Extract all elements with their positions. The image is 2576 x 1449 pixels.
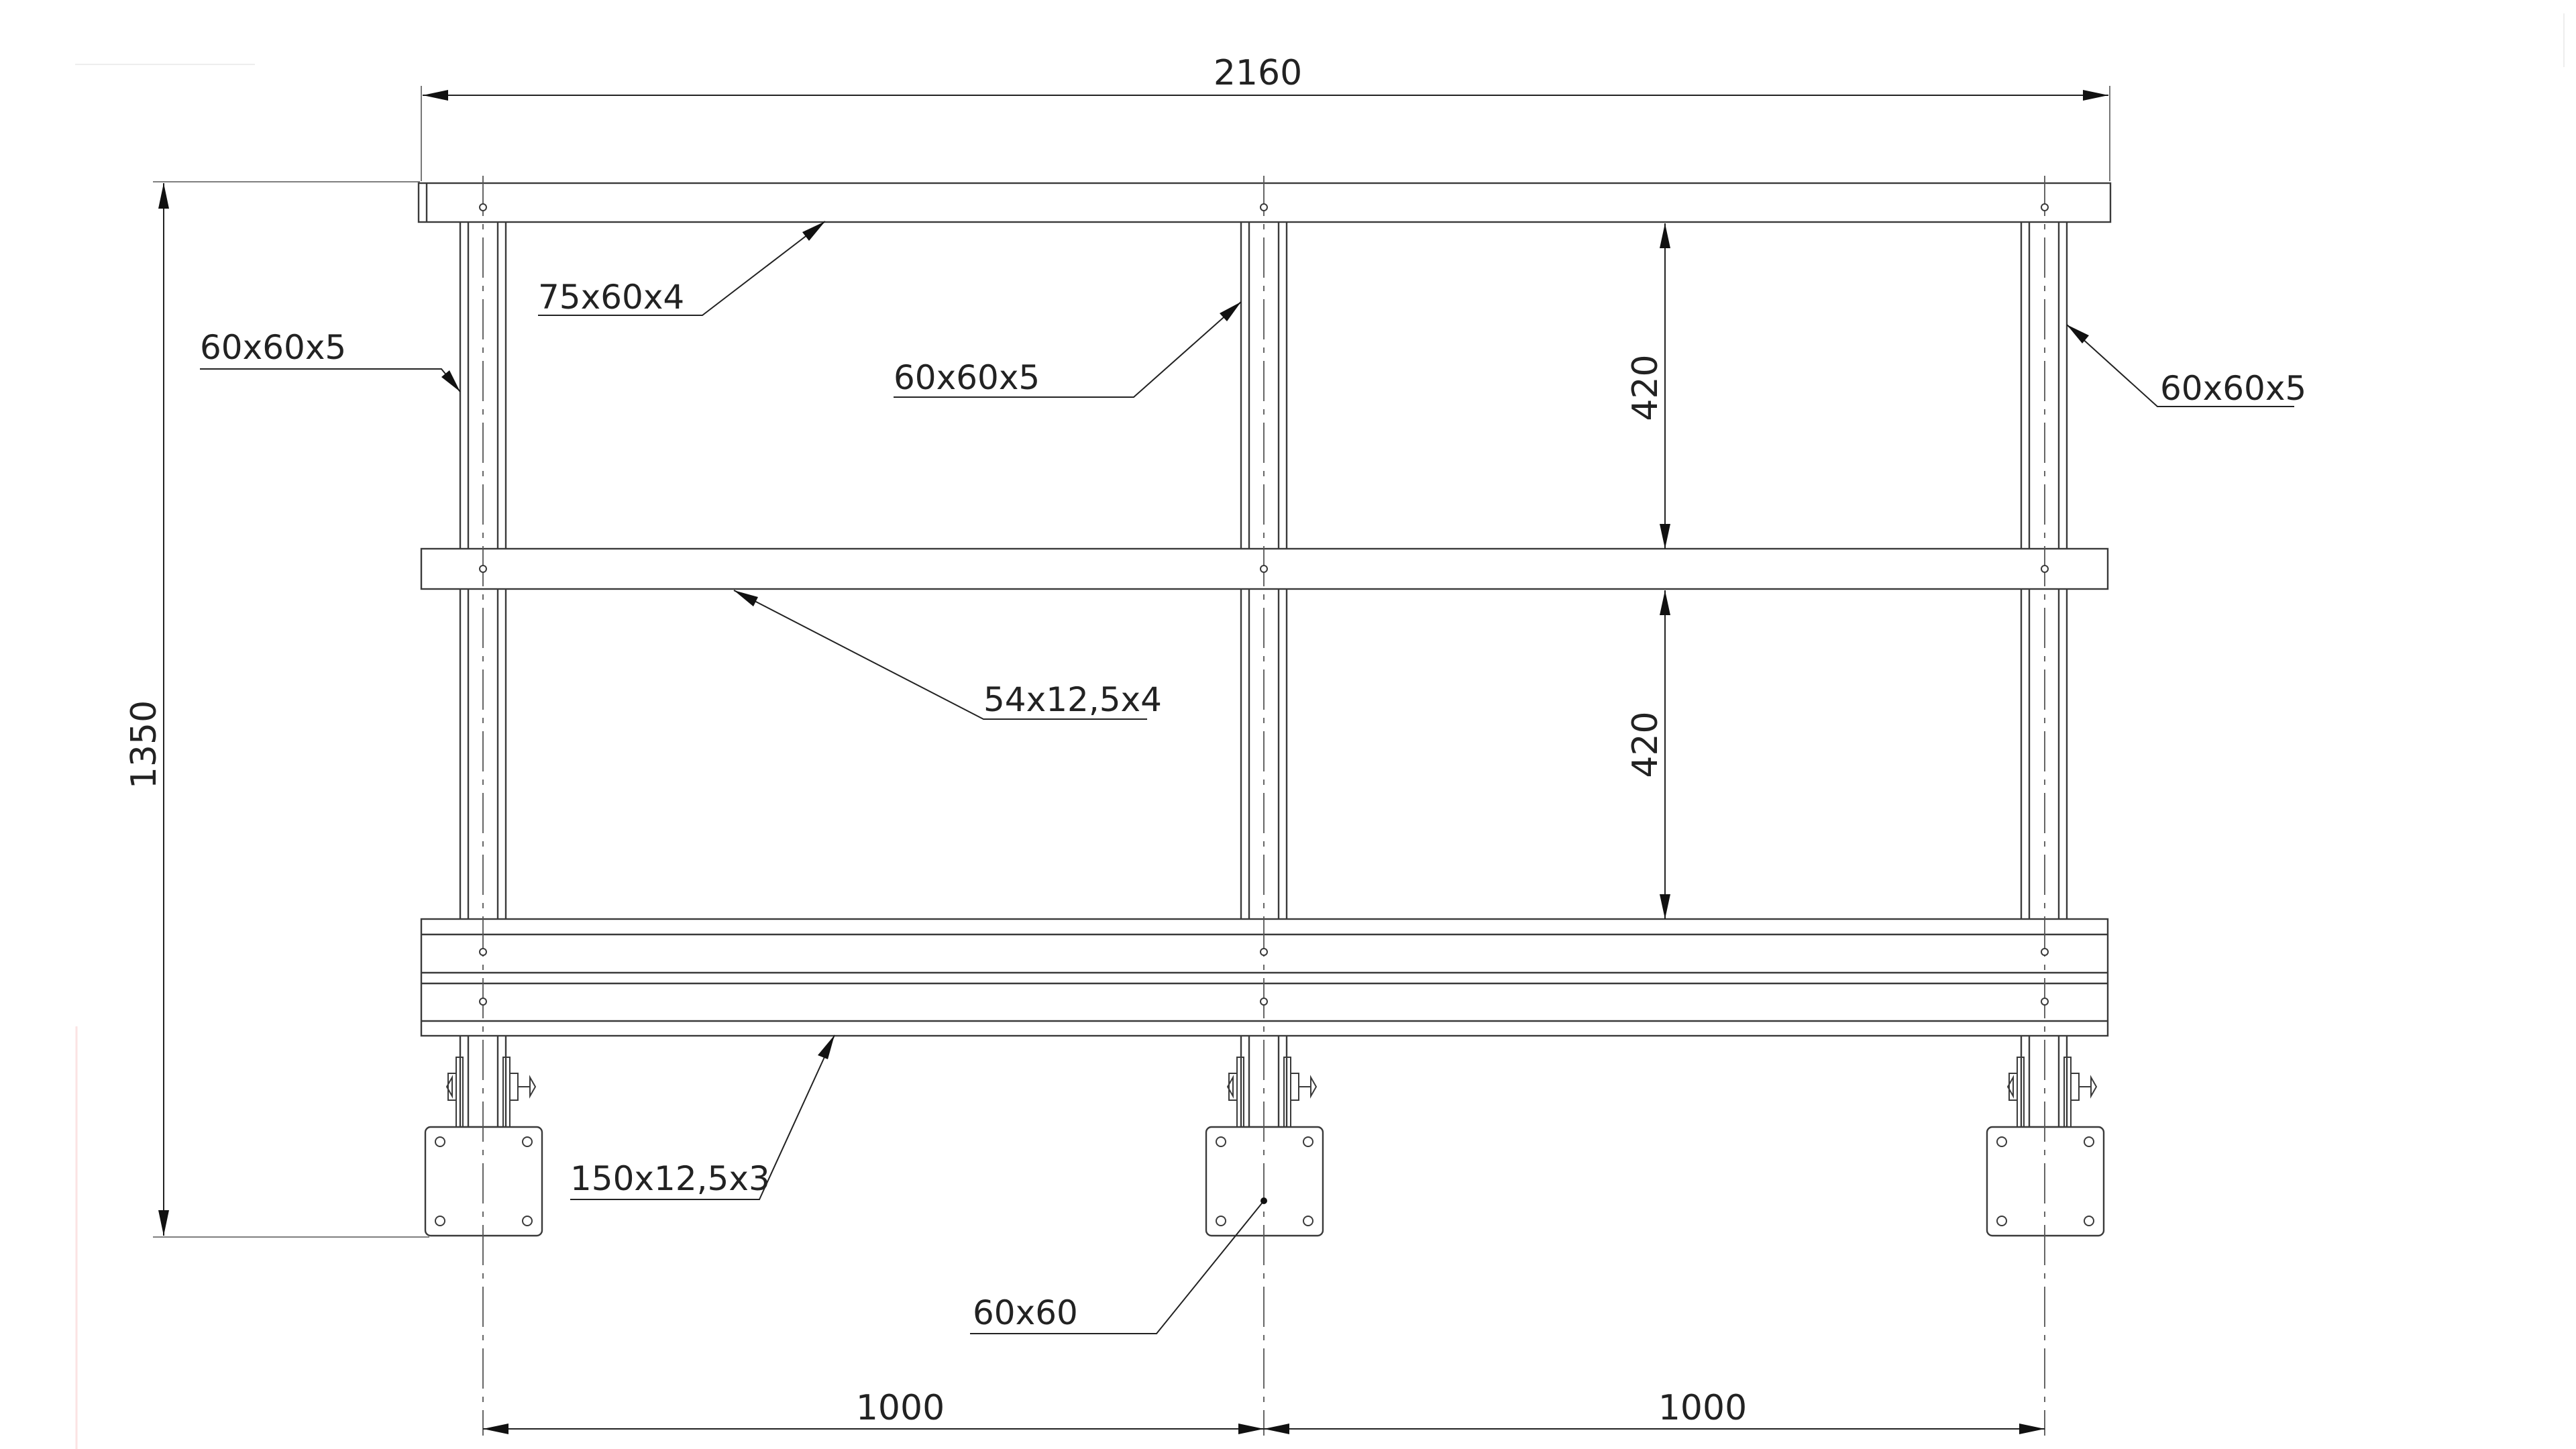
label-base-plate: 60x60 [973, 1293, 1078, 1332]
dimension-height: 1350 [124, 183, 169, 1236]
dimension-height-label: 1350 [124, 700, 164, 789]
base-plate-left [424, 1126, 543, 1237]
dimension-post-spacing-right-label: 1000 [1658, 1388, 1747, 1428]
leader-middle-rail: 54x12,5x4 [733, 590, 1162, 720]
label-left-post: 60x60x5 [200, 328, 346, 367]
leader-base-plate: 60x60 [970, 1197, 1267, 1334]
toe-board [420, 918, 2109, 1037]
label-top-rail: 75x60x4 [538, 278, 684, 317]
dimension-width-label: 2160 [1214, 53, 1302, 93]
top-rail [417, 182, 2112, 223]
dimension-rail-spacing-upper: 420 [1625, 223, 1670, 549]
leader-top-rail: 75x60x4 [538, 221, 826, 317]
centerlines [482, 176, 2045, 1436]
dimension-post-spacing: 1000 1000 [483, 1388, 2045, 1434]
base-plate-middle [1205, 1126, 1324, 1237]
label-middle-rail: 54x12,5x4 [983, 680, 1162, 719]
crop-marks [75, 13, 2565, 1449]
dimension-post-spacing-left-label: 1000 [856, 1388, 945, 1428]
base-plate-right [1986, 1126, 2105, 1237]
label-middle-post: 60x60x5 [894, 358, 1040, 397]
leader-left-post: 60x60x5 [200, 328, 461, 392]
dimension-width: 2160 [423, 53, 2108, 101]
label-right-post: 60x60x5 [2160, 369, 2306, 408]
leader-toe-board: 150x12,5x3 [570, 1034, 835, 1200]
label-toe-board: 150x12,5x3 [570, 1159, 770, 1198]
dimension-rail-spacing-lower-label: 420 [1625, 711, 1666, 777]
leader-right-post: 60x60x5 [2066, 324, 2306, 408]
dimension-rail-spacing-lower: 420 [1625, 590, 1670, 919]
dimension-rail-spacing-upper-label: 420 [1625, 354, 1666, 421]
bolt-points [479, 203, 2049, 1006]
leader-middle-post: 60x60x5 [894, 301, 1242, 398]
extension-lines [153, 86, 2110, 1238]
